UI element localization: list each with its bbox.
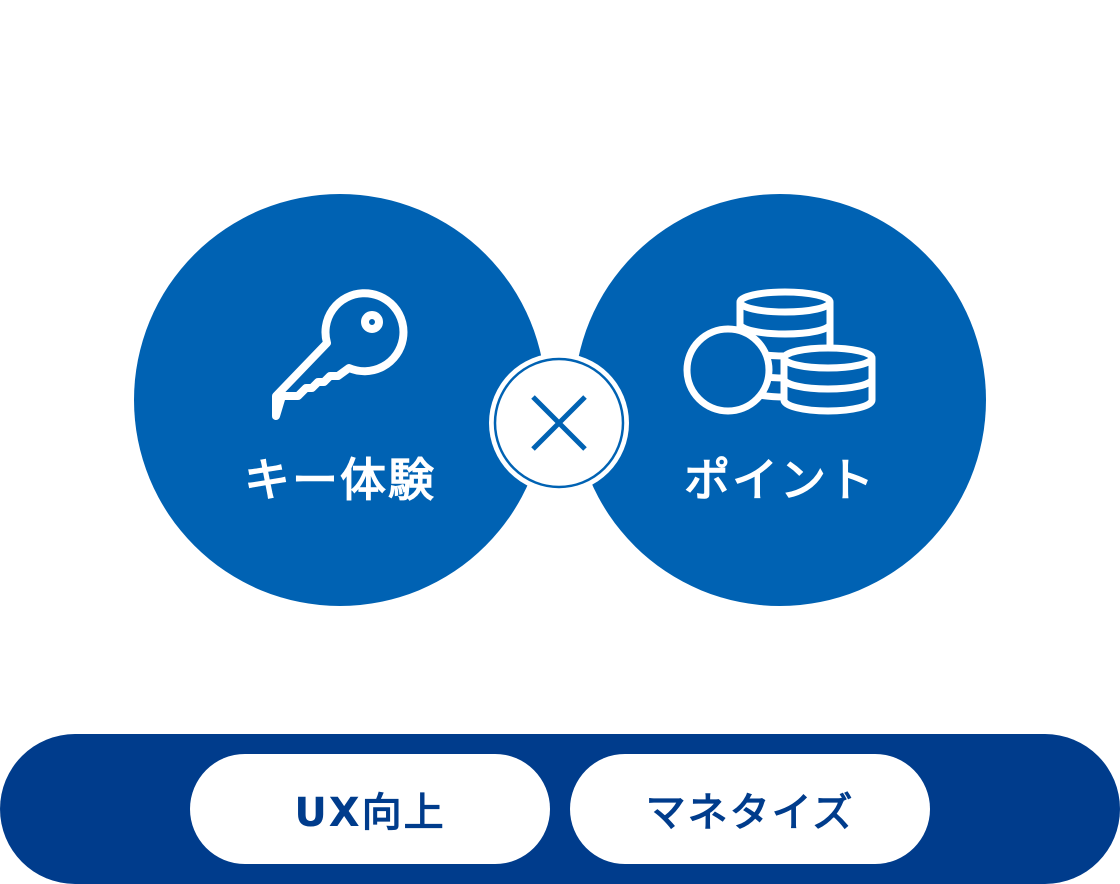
key-experience-label: キー体験 <box>244 453 436 507</box>
coins-icon <box>683 288 876 415</box>
outcomes-bar: UX向上 マネタイズ <box>0 734 1120 884</box>
points-label: ポイント <box>684 453 876 507</box>
outcome-monetization: マネタイズ <box>570 754 930 864</box>
multiply-icon <box>489 353 629 493</box>
outcome-ux-improvement: UX向上 <box>190 754 550 864</box>
points-circle: ポイント <box>574 194 986 606</box>
key-experience-circle: キー体験 <box>134 194 546 606</box>
key-icon <box>272 289 408 420</box>
